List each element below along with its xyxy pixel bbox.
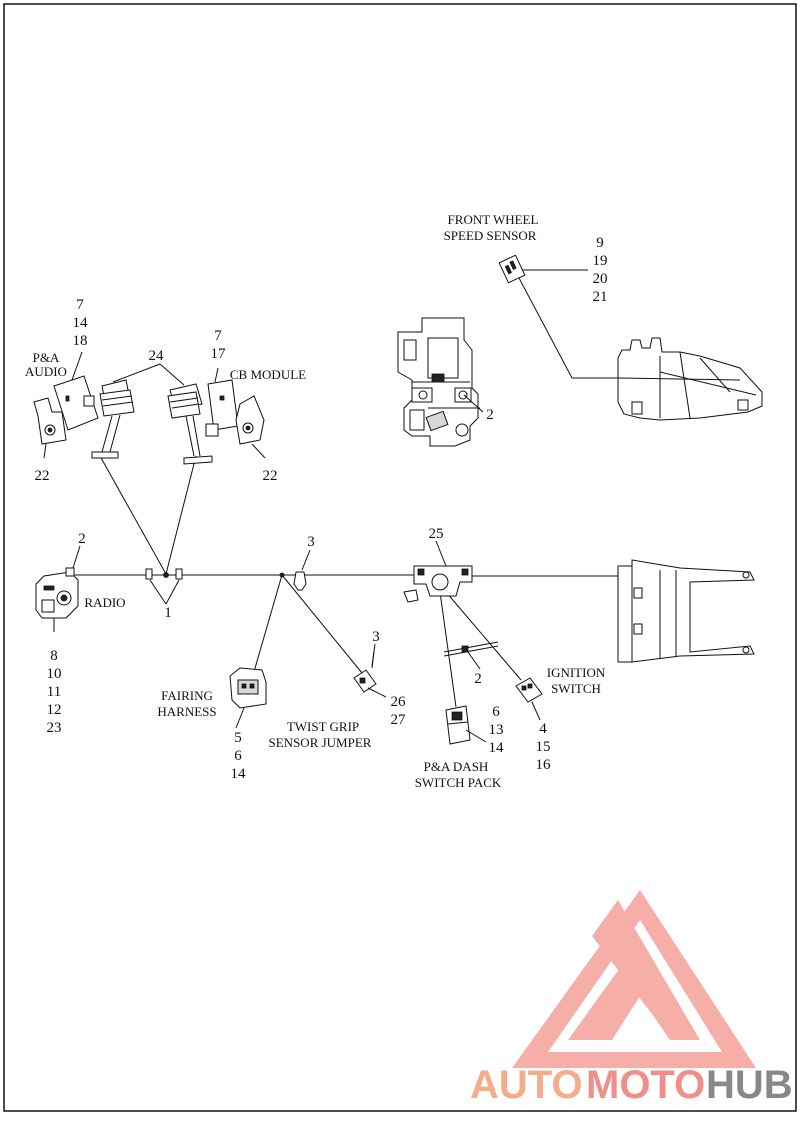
watermark-moto: MOTO xyxy=(586,1063,705,1107)
callout-27: 27 xyxy=(391,712,407,728)
callout-10: 10 xyxy=(47,666,62,682)
watermark-auto: AUTO xyxy=(470,1063,583,1107)
audio-connector xyxy=(53,375,99,431)
radio-label: RADIO xyxy=(84,595,125,610)
connector-24-right xyxy=(167,383,213,465)
callout-audio-14: 14 xyxy=(73,315,89,331)
ignition-label-2: SWITCH xyxy=(551,681,601,696)
dash-switch-label-2: SWITCH PACK xyxy=(415,775,502,790)
callout-2-radio: 2 xyxy=(78,531,86,547)
callout-3-top: 3 xyxy=(307,534,315,550)
watermark-text: AUTO MOTO HUB xyxy=(470,1063,793,1107)
cable-tie xyxy=(443,641,499,657)
ignition-label-1: IGNITION xyxy=(547,665,606,680)
pa-audio-label-1: P&A xyxy=(33,350,60,365)
callout-cb-17: 17 xyxy=(211,346,227,362)
callout-dash-6: 6 xyxy=(492,704,500,720)
page-border xyxy=(3,3,797,1112)
front-wheel-label-2: SPEED SENSOR xyxy=(444,228,537,243)
fork-upper xyxy=(617,337,763,421)
fork-lower xyxy=(617,559,755,663)
twist-grip-label-2: SENSOR JUMPER xyxy=(269,735,372,750)
speed-sensor-connector xyxy=(498,254,588,284)
pa-audio-label-2: AUDIO xyxy=(25,364,67,379)
callout-dash-14: 14 xyxy=(489,740,505,756)
cb-bracket xyxy=(235,395,265,445)
callout-dash-13: 13 xyxy=(489,722,504,738)
connector-24-left xyxy=(91,379,135,459)
callout-23: 23 xyxy=(47,720,62,736)
callout-2-bracket: 2 xyxy=(486,407,494,423)
switch-mount xyxy=(403,565,473,603)
callout-25: 25 xyxy=(429,526,444,542)
radio-connector xyxy=(35,567,79,632)
callout-19: 19 xyxy=(593,253,608,269)
ignition-connector xyxy=(515,677,543,703)
fairing-connector xyxy=(229,667,267,709)
watermark-hub: HUB xyxy=(706,1063,793,1107)
callout-3-twist: 3 xyxy=(372,629,380,645)
audio-bracket xyxy=(33,397,67,445)
callout-2-tie: 2 xyxy=(474,671,482,687)
callout-fairing-5: 5 xyxy=(234,730,242,746)
callout-26: 26 xyxy=(391,694,407,710)
upper-bracket xyxy=(397,317,484,447)
main-harness-wires xyxy=(70,277,618,708)
dash-switch-connector xyxy=(445,705,471,745)
callout-1: 1 xyxy=(164,605,172,621)
callout-fairing-14: 14 xyxy=(231,766,247,782)
callout-22-right: 22 xyxy=(263,468,278,484)
callout-ign-16: 16 xyxy=(536,757,552,773)
fairing-label-1: FAIRING xyxy=(161,688,213,703)
callout-9: 9 xyxy=(596,235,604,251)
callout-12: 12 xyxy=(47,702,62,718)
twist-grip-label-1: TWIST GRIP xyxy=(287,719,359,734)
front-wheel-label-1: FRONT WHEEL xyxy=(448,212,539,227)
callout-fairing-6: 6 xyxy=(234,748,242,764)
callout-21: 21 xyxy=(593,289,608,305)
callout-ign-15: 15 xyxy=(536,739,551,755)
callout-cb-7: 7 xyxy=(214,328,222,344)
harness-clips xyxy=(145,568,307,605)
callout-22-left: 22 xyxy=(35,468,50,484)
dash-switch-label-1: P&A DASH xyxy=(424,759,489,774)
callout-ign-4: 4 xyxy=(539,721,547,737)
callout-audio-7: 7 xyxy=(76,297,84,313)
callout-20: 20 xyxy=(593,271,608,287)
watermark-logo xyxy=(512,890,756,1068)
callout-8: 8 xyxy=(50,648,58,664)
callout-24: 24 xyxy=(149,348,165,364)
callout-audio-18: 18 xyxy=(73,333,88,349)
fairing-label-2: HARNESS xyxy=(157,704,216,719)
cb-module-label: CB MODULE xyxy=(230,367,306,382)
leader-lines xyxy=(43,351,541,743)
callout-11: 11 xyxy=(47,684,61,700)
cb-connector xyxy=(205,379,239,437)
